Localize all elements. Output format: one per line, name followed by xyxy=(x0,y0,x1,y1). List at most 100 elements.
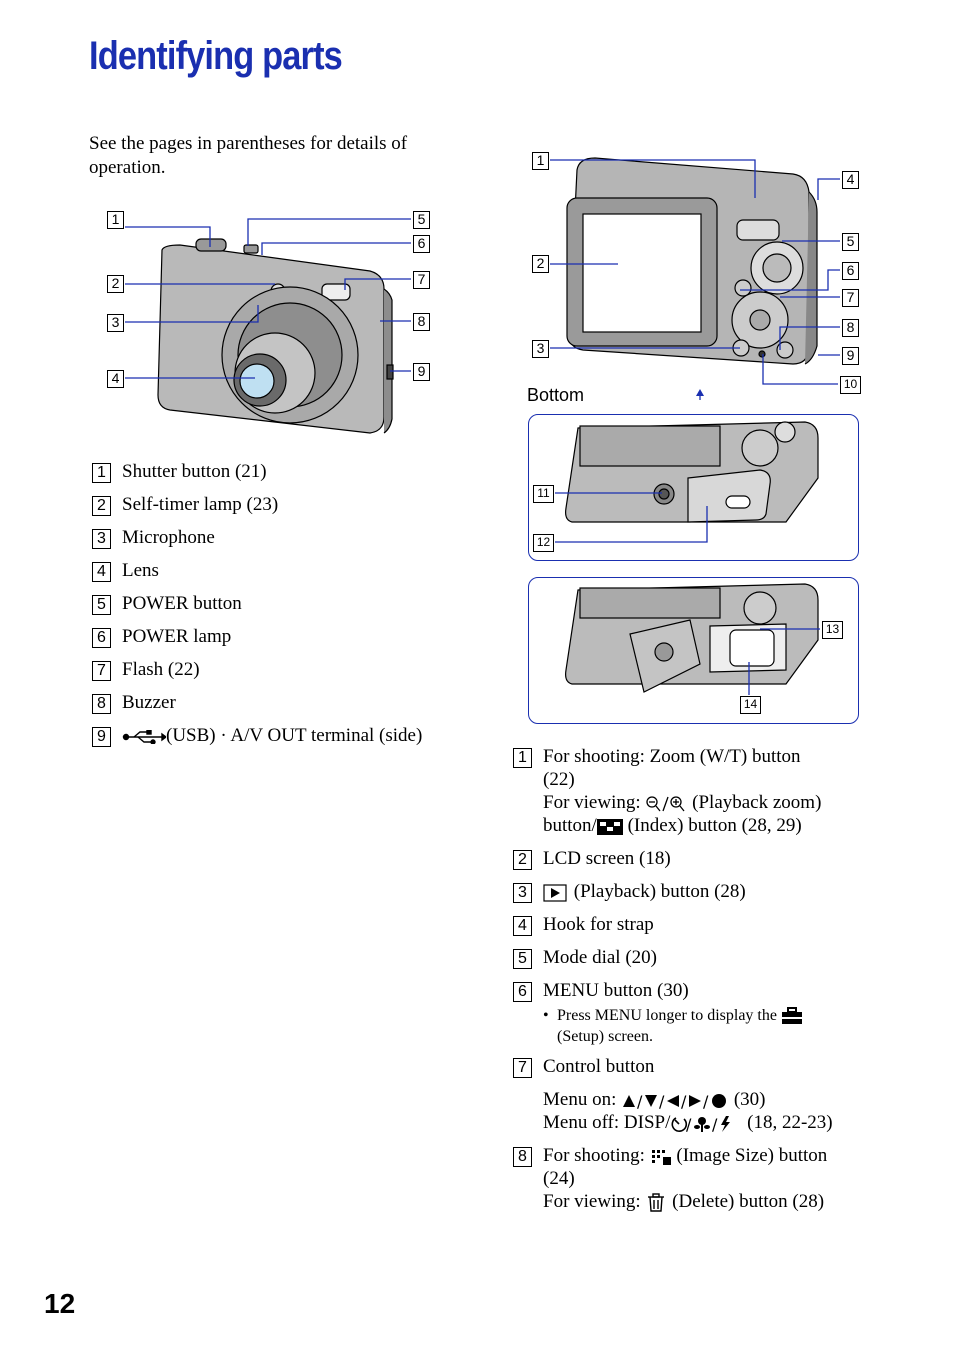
item-text: (Playback) button (28) xyxy=(573,881,746,902)
callout-back-11: 11 xyxy=(533,485,554,503)
page-number: 12 xyxy=(44,1288,76,1319)
svg-text:/: / xyxy=(681,1093,687,1109)
list-item: 8 Buzzer xyxy=(92,691,472,714)
item-number: 8 xyxy=(92,694,111,714)
item-number: 6 xyxy=(513,982,532,1002)
back-camera-illustration xyxy=(566,157,818,365)
battery-leader-lines xyxy=(748,628,820,695)
item-number: 2 xyxy=(513,850,532,870)
item-text: For viewing: xyxy=(543,792,641,813)
battery-view-frame xyxy=(528,577,859,724)
note-text: Press MENU longer to display the xyxy=(557,1007,777,1024)
item-text: LCD screen (18) xyxy=(543,848,671,869)
item-text: POWER button xyxy=(122,593,242,614)
callout-back-6: 6 xyxy=(842,262,859,280)
item-number: 7 xyxy=(92,661,111,681)
bottom-view-frame xyxy=(528,414,859,561)
item-text: For shooting: xyxy=(543,1145,645,1166)
bullet-icon: • xyxy=(543,1007,549,1024)
item-number: 5 xyxy=(92,595,111,615)
image-size-icon xyxy=(651,1149,671,1165)
item-text: (Delete) button (28) xyxy=(672,1191,825,1212)
front-camera-illustration xyxy=(157,238,394,434)
battery-view-illustration xyxy=(565,583,819,693)
list-item: Menu on: //// (30) Menu off: DISP/// (18… xyxy=(513,1088,933,1134)
item-text: For viewing: xyxy=(543,1191,641,1212)
item-number: 1 xyxy=(513,748,532,768)
item-text: (22) xyxy=(543,769,575,790)
callout-back-13: 13 xyxy=(822,621,843,639)
list-item: 2 LCD screen (18) xyxy=(513,847,933,870)
item-number: 4 xyxy=(92,562,111,582)
zoom-out-in-icon xyxy=(646,795,685,812)
item-number: 4 xyxy=(513,916,532,936)
callout-back-10: 10 xyxy=(840,376,861,394)
item-text: Mode dial (20) xyxy=(543,947,657,968)
callout-back-1: 1 xyxy=(532,152,549,170)
item-number: 1 xyxy=(92,463,111,483)
item-number: 8 xyxy=(513,1147,532,1167)
usb-icon xyxy=(122,729,166,744)
playback-icon xyxy=(543,884,567,902)
page-title: Identifying parts xyxy=(89,34,343,78)
bottom-leader-lines xyxy=(555,492,708,543)
item-text: (USB) · A/V OUT terminal (side) xyxy=(166,725,423,746)
item-text: For shooting: Zoom (W/T) button xyxy=(543,746,801,767)
intro-text: See the pages in parentheses for details… xyxy=(89,133,408,178)
item-text: (24) xyxy=(543,1168,575,1189)
callout-back-14: 14 xyxy=(740,696,761,714)
item-text: (18, 22-23) xyxy=(747,1112,833,1133)
callout-front-9: 9 xyxy=(413,363,430,381)
item-number: 6 xyxy=(92,628,111,648)
callout-back-7: 7 xyxy=(842,289,859,307)
item-text: Hook for strap xyxy=(543,914,654,935)
item-text: Menu on: xyxy=(543,1089,617,1110)
callout-front-4: 4 xyxy=(107,370,124,388)
list-item: 3 (Playback) button (28) xyxy=(513,880,933,903)
callout-front-1: 1 xyxy=(107,211,124,229)
item-number: 5 xyxy=(513,949,532,969)
svg-text:/: / xyxy=(637,1093,643,1109)
trash-icon xyxy=(648,1192,665,1212)
item-number: 3 xyxy=(92,529,111,549)
item-text: Lens xyxy=(122,560,159,581)
item-text: Self-timer lamp (23) xyxy=(122,494,279,515)
item-text: Menu off: DISP/ xyxy=(543,1112,671,1133)
callout-front-8: 8 xyxy=(413,313,430,331)
callout-front-7: 7 xyxy=(413,271,430,289)
self-timer-macro-flash-icon: // xyxy=(671,1115,731,1133)
list-item: 1 Shutter button (21) xyxy=(92,460,472,483)
callout-back-3: 3 xyxy=(532,340,549,358)
list-item: 4 Hook for strap xyxy=(513,913,933,936)
index-icon xyxy=(596,818,623,835)
list-item: 6 MENU button (30) xyxy=(513,979,933,1002)
callout-back-8: 8 xyxy=(842,319,859,337)
back-parts-list: 1 For shooting: Zoom (W/T) button (22) F… xyxy=(513,745,933,1213)
setup-toolbox-icon xyxy=(781,1007,802,1025)
svg-text:/: / xyxy=(659,1093,665,1109)
callout-back-2: 2 xyxy=(532,255,549,273)
item-text: button/ xyxy=(543,815,597,836)
item-number: 7 xyxy=(513,1058,532,1078)
svg-text:/: / xyxy=(703,1093,709,1109)
list-item: 1 For shooting: Zoom (W/T) button (22) F… xyxy=(513,745,933,837)
item-text: Shutter button (21) xyxy=(122,461,267,482)
svg-text:/: / xyxy=(712,1115,718,1133)
item-text: (Image Size) button xyxy=(676,1145,828,1166)
callout-front-3: 3 xyxy=(107,314,124,332)
callout-back-9: 9 xyxy=(842,347,859,365)
front-leader-lines xyxy=(125,218,411,379)
item-text: Buzzer xyxy=(122,692,176,713)
list-item: 8 For shooting: (Image Size) button (24)… xyxy=(513,1144,933,1213)
item-text: (Index) button (28, 29) xyxy=(627,815,802,836)
arrows-and-center-icon: / / / / xyxy=(623,1093,727,1109)
item-text: MENU button (30) xyxy=(543,980,689,1001)
callout-front-5: 5 xyxy=(413,211,430,229)
bottom-view-illustration xyxy=(565,421,819,523)
callout-back-4: 4 xyxy=(842,171,859,189)
